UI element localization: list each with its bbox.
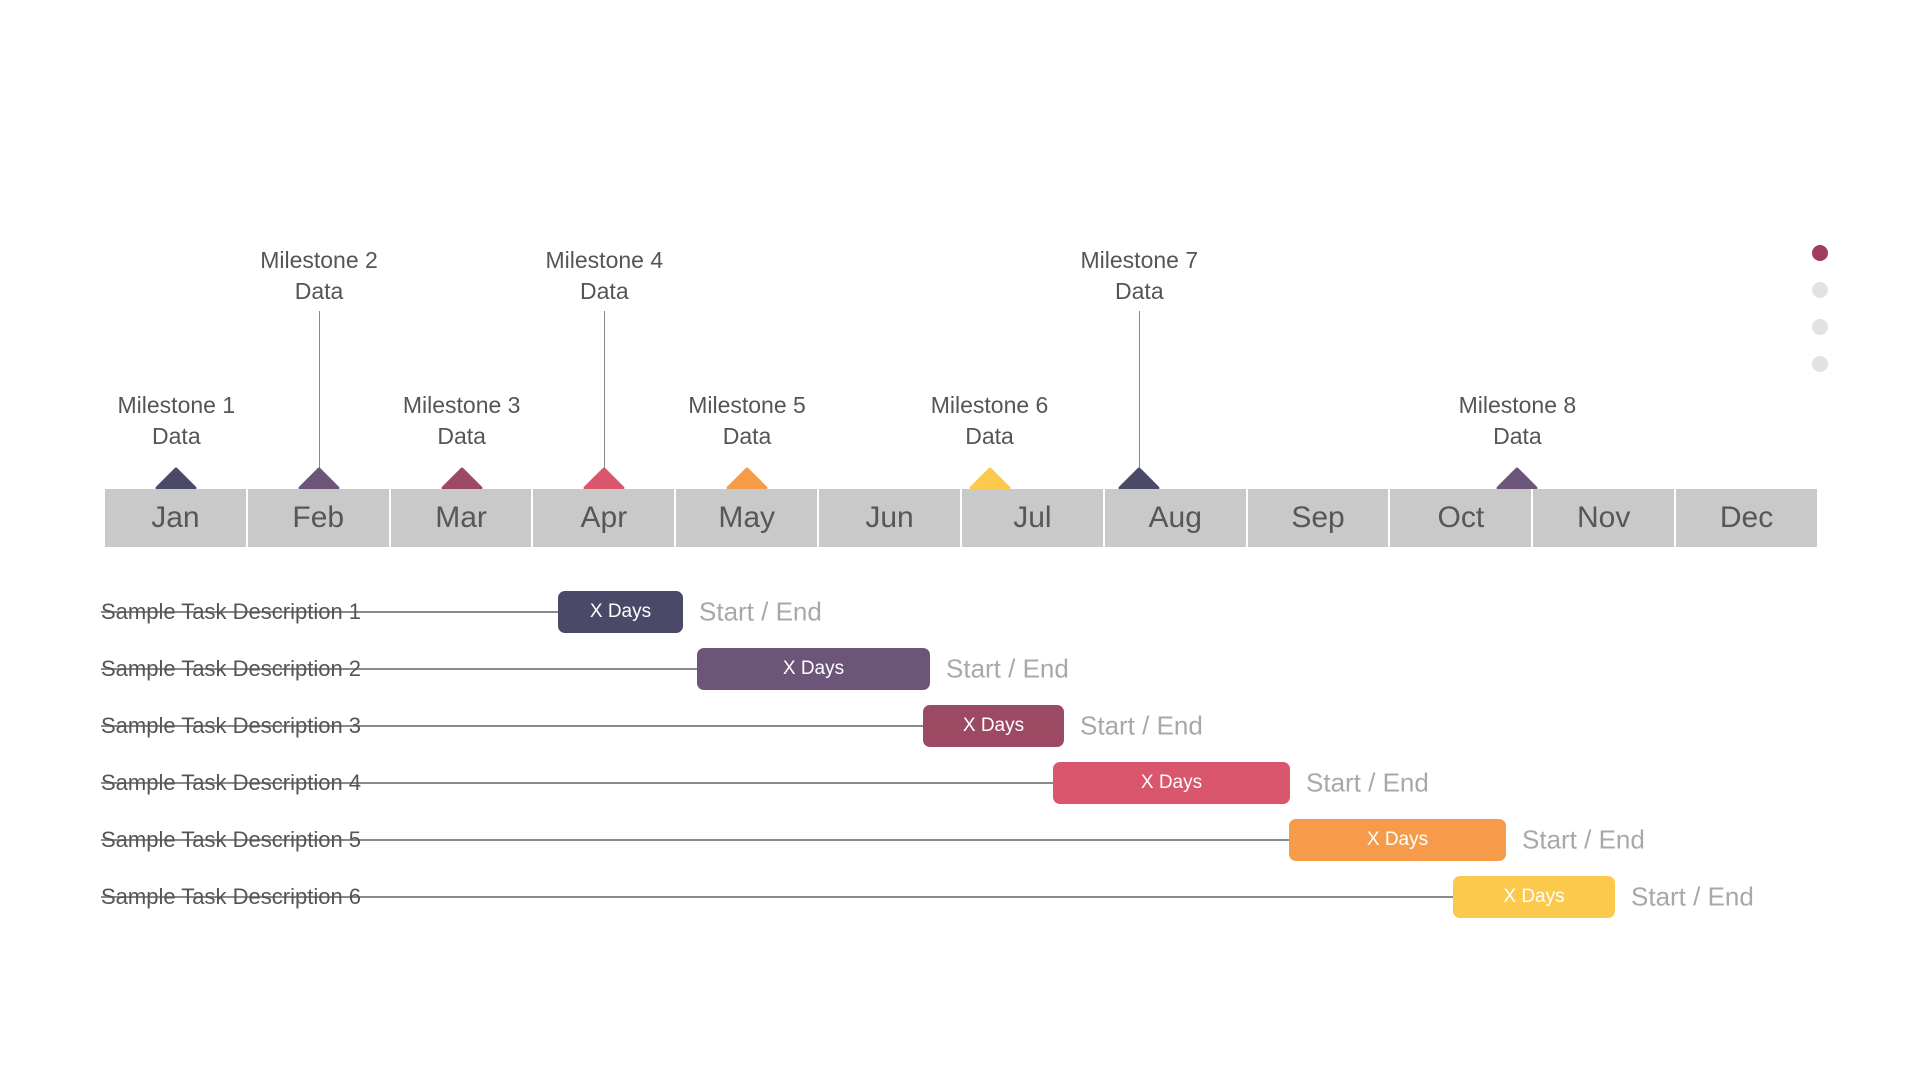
task-duration-bar[interactable]: X Days xyxy=(1453,876,1615,918)
milestone-label-6: Milestone 6 Data xyxy=(931,390,1049,452)
pagination-dot-2[interactable] xyxy=(1812,282,1828,298)
milestone-subtitle-8: Data xyxy=(1493,423,1542,449)
pagination-dot-1[interactable] xyxy=(1812,245,1828,261)
milestone-label-2: Milestone 2 Data xyxy=(260,245,378,307)
milestone-label-8: Milestone 8 Data xyxy=(1459,390,1577,452)
milestone-label-4: Milestone 4 Data xyxy=(546,245,664,307)
month-cell-feb[interactable]: Feb xyxy=(247,489,391,547)
task-dates-label: Start / End xyxy=(946,653,1069,684)
month-cell-sep[interactable]: Sep xyxy=(1247,489,1391,547)
task-dates-label: Start / End xyxy=(1306,767,1429,798)
task-duration-bar[interactable]: X Days xyxy=(558,591,683,633)
task-leader-line xyxy=(101,668,697,670)
milestone-subtitle-1: Data xyxy=(152,423,201,449)
task-duration-bar[interactable]: X Days xyxy=(697,648,930,690)
task-dates-label: Start / End xyxy=(699,596,822,627)
milestone-label-7: Milestone 7 Data xyxy=(1081,245,1199,307)
milestone-connector-7 xyxy=(1139,311,1141,479)
month-cell-nov[interactable]: Nov xyxy=(1533,489,1677,547)
task-row[interactable]: Sample Task Description 1 X Days Start / E… xyxy=(0,583,1920,641)
month-cell-jul[interactable]: Jul xyxy=(961,489,1105,547)
milestone-title-6: Milestone 6 xyxy=(930,392,1049,418)
task-row[interactable]: Sample Task Description 5 X Days Start / E… xyxy=(0,811,1920,869)
milestone-title-4: Milestone 4 xyxy=(545,247,664,273)
milestone-subtitle-4: Data xyxy=(580,278,629,304)
task-dates-label: Start / End xyxy=(1631,881,1754,912)
pagination-dots[interactable] xyxy=(1812,245,1828,393)
milestone-title-7: Milestone 7 xyxy=(1080,247,1199,273)
task-row[interactable]: Sample Task Description 2 X Days Start / E… xyxy=(0,640,1920,698)
task-row[interactable]: Sample Task Description 6 X Days Start / E… xyxy=(0,868,1920,926)
month-cell-oct[interactable]: Oct xyxy=(1390,489,1534,547)
month-cell-mar[interactable]: Mar xyxy=(390,489,534,547)
milestone-connector-2 xyxy=(319,311,320,479)
milestone-subtitle-3: Data xyxy=(437,423,486,449)
task-leader-line xyxy=(101,839,1289,841)
task-leader-line xyxy=(101,896,1453,898)
task-dates-label: Start / End xyxy=(1080,710,1203,741)
month-cell-dec[interactable]: Dec xyxy=(1676,489,1817,547)
task-leader-line xyxy=(101,725,923,727)
milestone-connector-4 xyxy=(604,311,606,479)
milestone-subtitle-2: Data xyxy=(294,278,344,304)
month-cell-jun[interactable]: Jun xyxy=(819,489,962,547)
month-cell-apr[interactable]: Apr xyxy=(533,489,677,547)
month-cell-may[interactable]: May xyxy=(676,489,820,547)
milestone-title-3: Milestone 3 xyxy=(402,392,521,418)
task-name-label: Sample Task Description 1 xyxy=(101,599,362,624)
task-duration-bar[interactable]: X Days xyxy=(1053,762,1290,804)
milestone-title-5: Milestone 5 xyxy=(688,392,806,418)
task-name-label: Sample Task Description 4 xyxy=(101,770,362,795)
pagination-dot-3[interactable] xyxy=(1812,319,1828,335)
task-name-label: Sample Task Description 5 xyxy=(101,827,362,852)
milestone-label-5: Milestone 5 Data xyxy=(688,390,806,452)
milestone-subtitle-5: Data xyxy=(722,423,772,449)
milestone-label-3: Milestone 3 Data xyxy=(403,390,521,452)
milestone-subtitle-6: Data xyxy=(965,423,1014,449)
milestone-title-8: Milestone 8 xyxy=(1458,392,1577,418)
task-name-label: Sample Task Description 6 xyxy=(101,884,362,909)
task-leader-line xyxy=(101,611,558,613)
task-leader-line xyxy=(101,782,1053,784)
task-duration-bar[interactable]: X Days xyxy=(923,705,1064,747)
milestone-title-1: Milestone 1 xyxy=(117,392,236,418)
task-name-label: Sample Task Description 2 xyxy=(101,656,362,681)
task-row[interactable]: Sample Task Description 3 X Days Start / E… xyxy=(0,697,1920,755)
task-name-label: Sample Task Description 3 xyxy=(101,713,362,738)
milestone-subtitle-7: Data xyxy=(1115,278,1164,304)
month-cell-aug[interactable]: Aug xyxy=(1104,489,1248,547)
task-dates-label: Start / End xyxy=(1522,824,1645,855)
pagination-dot-4[interactable] xyxy=(1812,356,1828,372)
milestone-title-2: Milestone 2 xyxy=(260,247,378,273)
task-duration-bar[interactable]: X Days xyxy=(1289,819,1506,861)
task-row[interactable]: Sample Task Description 4 X Days Start / E… xyxy=(0,754,1920,812)
month-cell-jan[interactable]: Jan xyxy=(105,489,248,547)
milestone-label-1: Milestone 1 Data xyxy=(118,390,236,452)
